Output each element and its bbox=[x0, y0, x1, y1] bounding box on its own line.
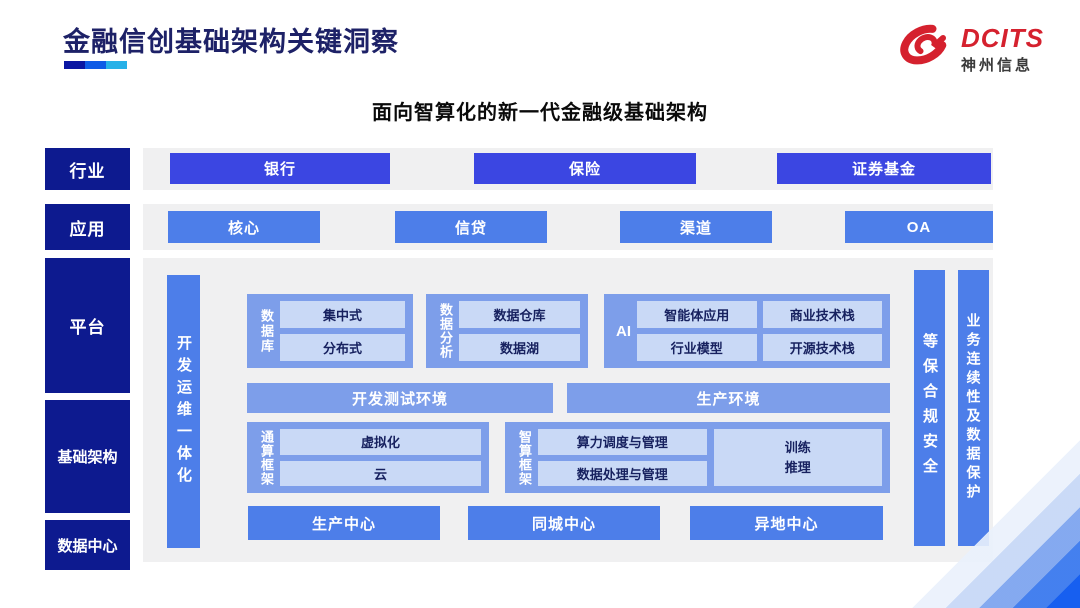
block-training-inference: 训练 推理 bbox=[713, 429, 882, 486]
diagram-title: 面向智算化的新一代金融级基础架构 bbox=[372, 102, 708, 124]
general-compute-items: 虚拟化 云 bbox=[280, 429, 481, 486]
industry-block-bank: 银行 bbox=[170, 153, 390, 184]
logo-text: DCITS 神州信息 bbox=[961, 25, 1044, 75]
general-compute-panel: 通算框架 虚拟化 云 bbox=[247, 422, 489, 493]
continuity-bar-label: 业务连续性及数据保护 bbox=[965, 313, 982, 503]
underline-segment bbox=[85, 61, 106, 69]
logo-brand: DCITS bbox=[961, 22, 1044, 53]
ai-items: 智能体应用 商业技术栈 行业模型 开源技术栈 bbox=[637, 301, 882, 361]
company-logo: DCITS 神州信息 bbox=[893, 18, 1044, 81]
application-block-oa: OA bbox=[845, 211, 993, 243]
logo-company-name: 神州信息 bbox=[961, 56, 1034, 74]
block-data-lake: 数据湖 bbox=[459, 334, 580, 361]
application-block-channel: 渠道 bbox=[620, 211, 772, 243]
page-title: 金融信创基础架构关键洞察 bbox=[63, 27, 399, 57]
block-opensource-stack: 开源技术栈 bbox=[762, 334, 882, 361]
security-compliance-bar: 等保合规安全 bbox=[914, 270, 945, 546]
application-block-credit: 信贷 bbox=[395, 211, 547, 243]
swirl-logo-icon bbox=[893, 18, 955, 81]
industry-block-insurance: 保险 bbox=[474, 153, 696, 184]
center-remote: 异地中心 bbox=[690, 506, 883, 540]
layer-label-infrastructure: 基础架构 bbox=[45, 400, 130, 513]
block-commercial-stack: 商业技术栈 bbox=[762, 301, 882, 328]
layer-label-platform: 平台 bbox=[45, 258, 130, 393]
analytics-panel: 数据分析 数据仓库 数据湖 bbox=[426, 294, 588, 368]
industry-block-securities: 证券基金 bbox=[777, 153, 991, 184]
training-label: 训练 bbox=[784, 440, 811, 455]
database-items: 集中式 分布式 bbox=[280, 301, 405, 361]
business-continuity-bar: 业务连续性及数据保护 bbox=[958, 270, 989, 546]
ai-panel: AI 智能体应用 商业技术栈 行业模型 开源技术栈 bbox=[604, 294, 890, 368]
block-agent-apps: 智能体应用 bbox=[637, 301, 757, 328]
ai-panel-label: AI bbox=[616, 322, 631, 340]
block-virtualization: 虚拟化 bbox=[280, 429, 481, 455]
smart-compute-items: 算力调度与管理 数据处理与管理 bbox=[538, 429, 707, 486]
underline-segment bbox=[64, 61, 85, 69]
prod-env-bar: 生产环境 bbox=[567, 383, 890, 413]
center-same-city: 同城中心 bbox=[468, 506, 660, 540]
smart-compute-panel: 智算框架 算力调度与管理 数据处理与管理 训练 推理 bbox=[505, 422, 890, 493]
block-compute-scheduling: 算力调度与管理 bbox=[538, 429, 707, 455]
block-data-warehouse: 数据仓库 bbox=[459, 301, 580, 328]
block-distributed: 分布式 bbox=[280, 334, 405, 361]
block-data-processing: 数据处理与管理 bbox=[538, 460, 707, 486]
database-panel-label: 数据库 bbox=[259, 308, 274, 354]
devops-bar-label: 开发运维一体化 bbox=[175, 334, 192, 489]
security-bar-label: 等保合规安全 bbox=[921, 333, 938, 483]
title-underline bbox=[64, 61, 127, 69]
general-compute-label: 通算框架 bbox=[259, 429, 274, 486]
database-panel: 数据库 集中式 分布式 bbox=[247, 294, 413, 368]
layer-label-datacenter: 数据中心 bbox=[45, 520, 130, 570]
layer-label-industry: 行业 bbox=[45, 148, 130, 190]
underline-segment bbox=[106, 61, 127, 69]
inference-label: 推理 bbox=[784, 459, 811, 475]
analytics-panel-label: 数据分析 bbox=[438, 303, 453, 359]
application-block-core: 核心 bbox=[168, 211, 320, 243]
block-cloud: 云 bbox=[280, 460, 481, 486]
smart-compute-label: 智算框架 bbox=[517, 429, 532, 486]
block-centralized: 集中式 bbox=[280, 301, 405, 328]
analytics-items: 数据仓库 数据湖 bbox=[459, 301, 580, 361]
dev-test-env-bar: 开发测试环境 bbox=[247, 383, 553, 413]
devops-vertical-bar: 开发运维一体化 bbox=[167, 275, 200, 548]
layer-label-application: 应用 bbox=[45, 204, 130, 250]
center-production: 生产中心 bbox=[248, 506, 440, 540]
block-industry-models: 行业模型 bbox=[637, 334, 757, 361]
